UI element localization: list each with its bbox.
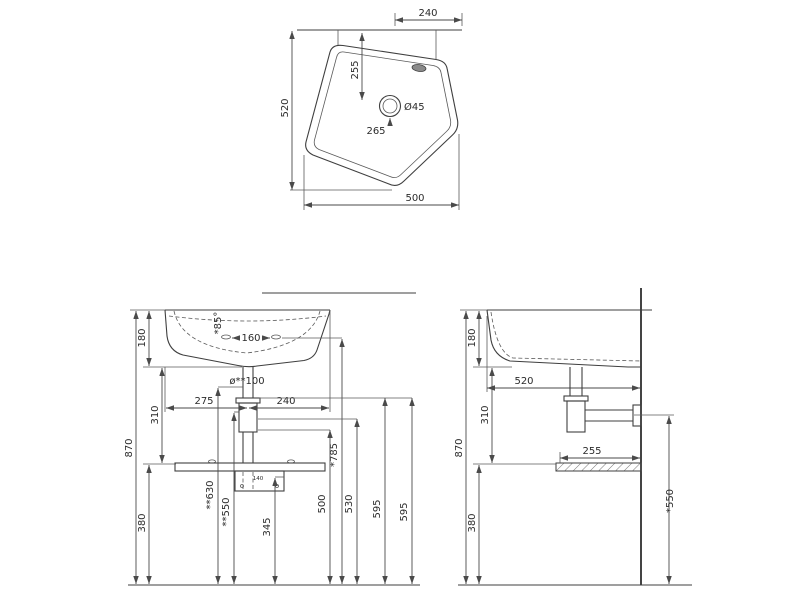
top-depth-label: 520 [280,98,291,117]
top-drain-front-label: 265 [366,126,385,137]
shelf-depth-label: 255 [582,446,601,457]
side-overall-height-label: 870 [454,438,465,457]
bracket-note-label: 140 [253,476,264,482]
dim-345-label: 345 [262,517,273,536]
front-view: 160 *85° ø**100 275 240 [124,292,420,586]
top-back-width-label: 240 [418,8,437,19]
faucet-hole [411,64,427,72]
tap-hole-spacing-label: 160 [241,333,260,344]
front-mid-height-label: 310 [150,405,161,424]
dim-595b-label: 595 [399,502,410,521]
side-depth-label: 520 [514,376,533,387]
dim-595a-label: 595 [372,499,383,518]
tap-hole-right [271,334,281,340]
tap-hole-note-label: *85° [213,312,224,335]
drain-pipe-note-label: ø**100 [229,376,264,387]
shelf-side-section [555,462,642,472]
side-lower-height-label: 380 [467,513,478,532]
side-trap-height-label: *550 [665,489,676,513]
drain-diameter-label: Ø45 [404,101,425,113]
top-drain-offset-label: 255 [350,60,361,79]
front-lower-height-label: 380 [137,513,148,532]
drain-to-right-label: 240 [276,396,295,407]
shelf-front [174,459,326,472]
drain-hole [378,94,402,118]
basin-front-outline [164,309,331,368]
left-to-drain-label: 275 [194,396,213,407]
tap-hole-left [221,334,231,340]
front-overall-height-label: 870 [124,438,135,457]
top-width-label: 500 [405,193,424,204]
side-view: 520 255 870 180 310 380 *55 [454,288,692,586]
basin-inner-rim [313,51,452,179]
wall-flange [632,404,642,427]
front-basin-height-label: 180 [137,328,148,347]
top-view: 240 255 Ø45 265 520 500 [280,8,463,210]
side-mid-height-label: 310 [480,405,491,424]
dim-630-label: **630 [205,480,216,509]
basin-side-outline [486,309,641,368]
bottle-trap-side [563,367,642,433]
side-basin-height-label: 180 [467,328,478,347]
basin-outer-outline [305,44,459,187]
dim-785-label: *785 [329,443,340,467]
dim-530-label: 530 [344,494,355,513]
dim-550-label: **550 [221,497,232,526]
dim-500-label: 500 [317,494,328,513]
